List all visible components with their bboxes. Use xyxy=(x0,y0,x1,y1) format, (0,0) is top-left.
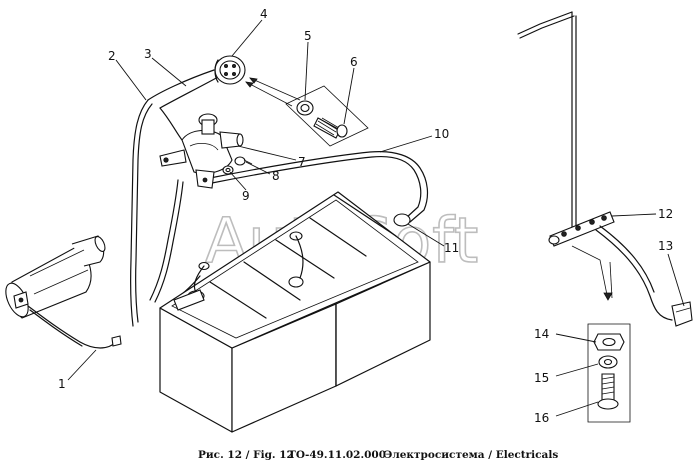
caption-title: Электросистема / Electricals xyxy=(384,449,558,461)
callout-12: 12 xyxy=(658,207,673,221)
exploded-arrows-4 xyxy=(245,77,301,107)
part-6-screw xyxy=(313,117,341,139)
callout-10: 10 xyxy=(434,127,449,141)
callout-15: 15 xyxy=(534,371,549,385)
callout-8: 8 xyxy=(272,169,280,183)
callout-16: 16 xyxy=(534,411,549,425)
terminal-right xyxy=(393,213,411,227)
caption-code: ТО-49.11.02.000 xyxy=(288,449,386,461)
callout-14: 14 xyxy=(534,327,549,341)
leader-lines xyxy=(67,19,685,417)
part-12-terminal-block xyxy=(517,11,615,247)
figure-caption: Рис. 12 / Fig. 12 ТО-49.11.02.000 Электр… xyxy=(198,449,558,461)
part-5-6-detail-box xyxy=(285,85,369,147)
part-9-washer xyxy=(222,165,234,175)
part-13-connector xyxy=(595,225,693,327)
callout-1: 1 xyxy=(58,377,66,391)
callout-9: 9 xyxy=(242,189,250,203)
callout-7: 7 xyxy=(298,155,306,169)
part-1-motor xyxy=(5,235,122,349)
part-4-grommet xyxy=(214,55,246,85)
battery-pack xyxy=(159,191,431,433)
part-8-bolt xyxy=(234,156,253,166)
part-7-relay xyxy=(159,113,244,189)
callout-4: 4 xyxy=(260,7,268,21)
callout-labels: 1 2 3 4 5 6 7 8 9 10 11 12 13 14 15 16 xyxy=(58,7,673,425)
callout-5: 5 xyxy=(304,29,312,43)
callout-13: 13 xyxy=(658,239,673,253)
caption-fig: Рис. 12 / Fig. 12 xyxy=(198,449,294,461)
callout-6: 6 xyxy=(350,55,358,69)
callout-2: 2 xyxy=(108,49,116,63)
callout-3: 3 xyxy=(144,47,152,61)
fastener-group xyxy=(571,245,631,423)
callout-11: 11 xyxy=(444,241,459,255)
